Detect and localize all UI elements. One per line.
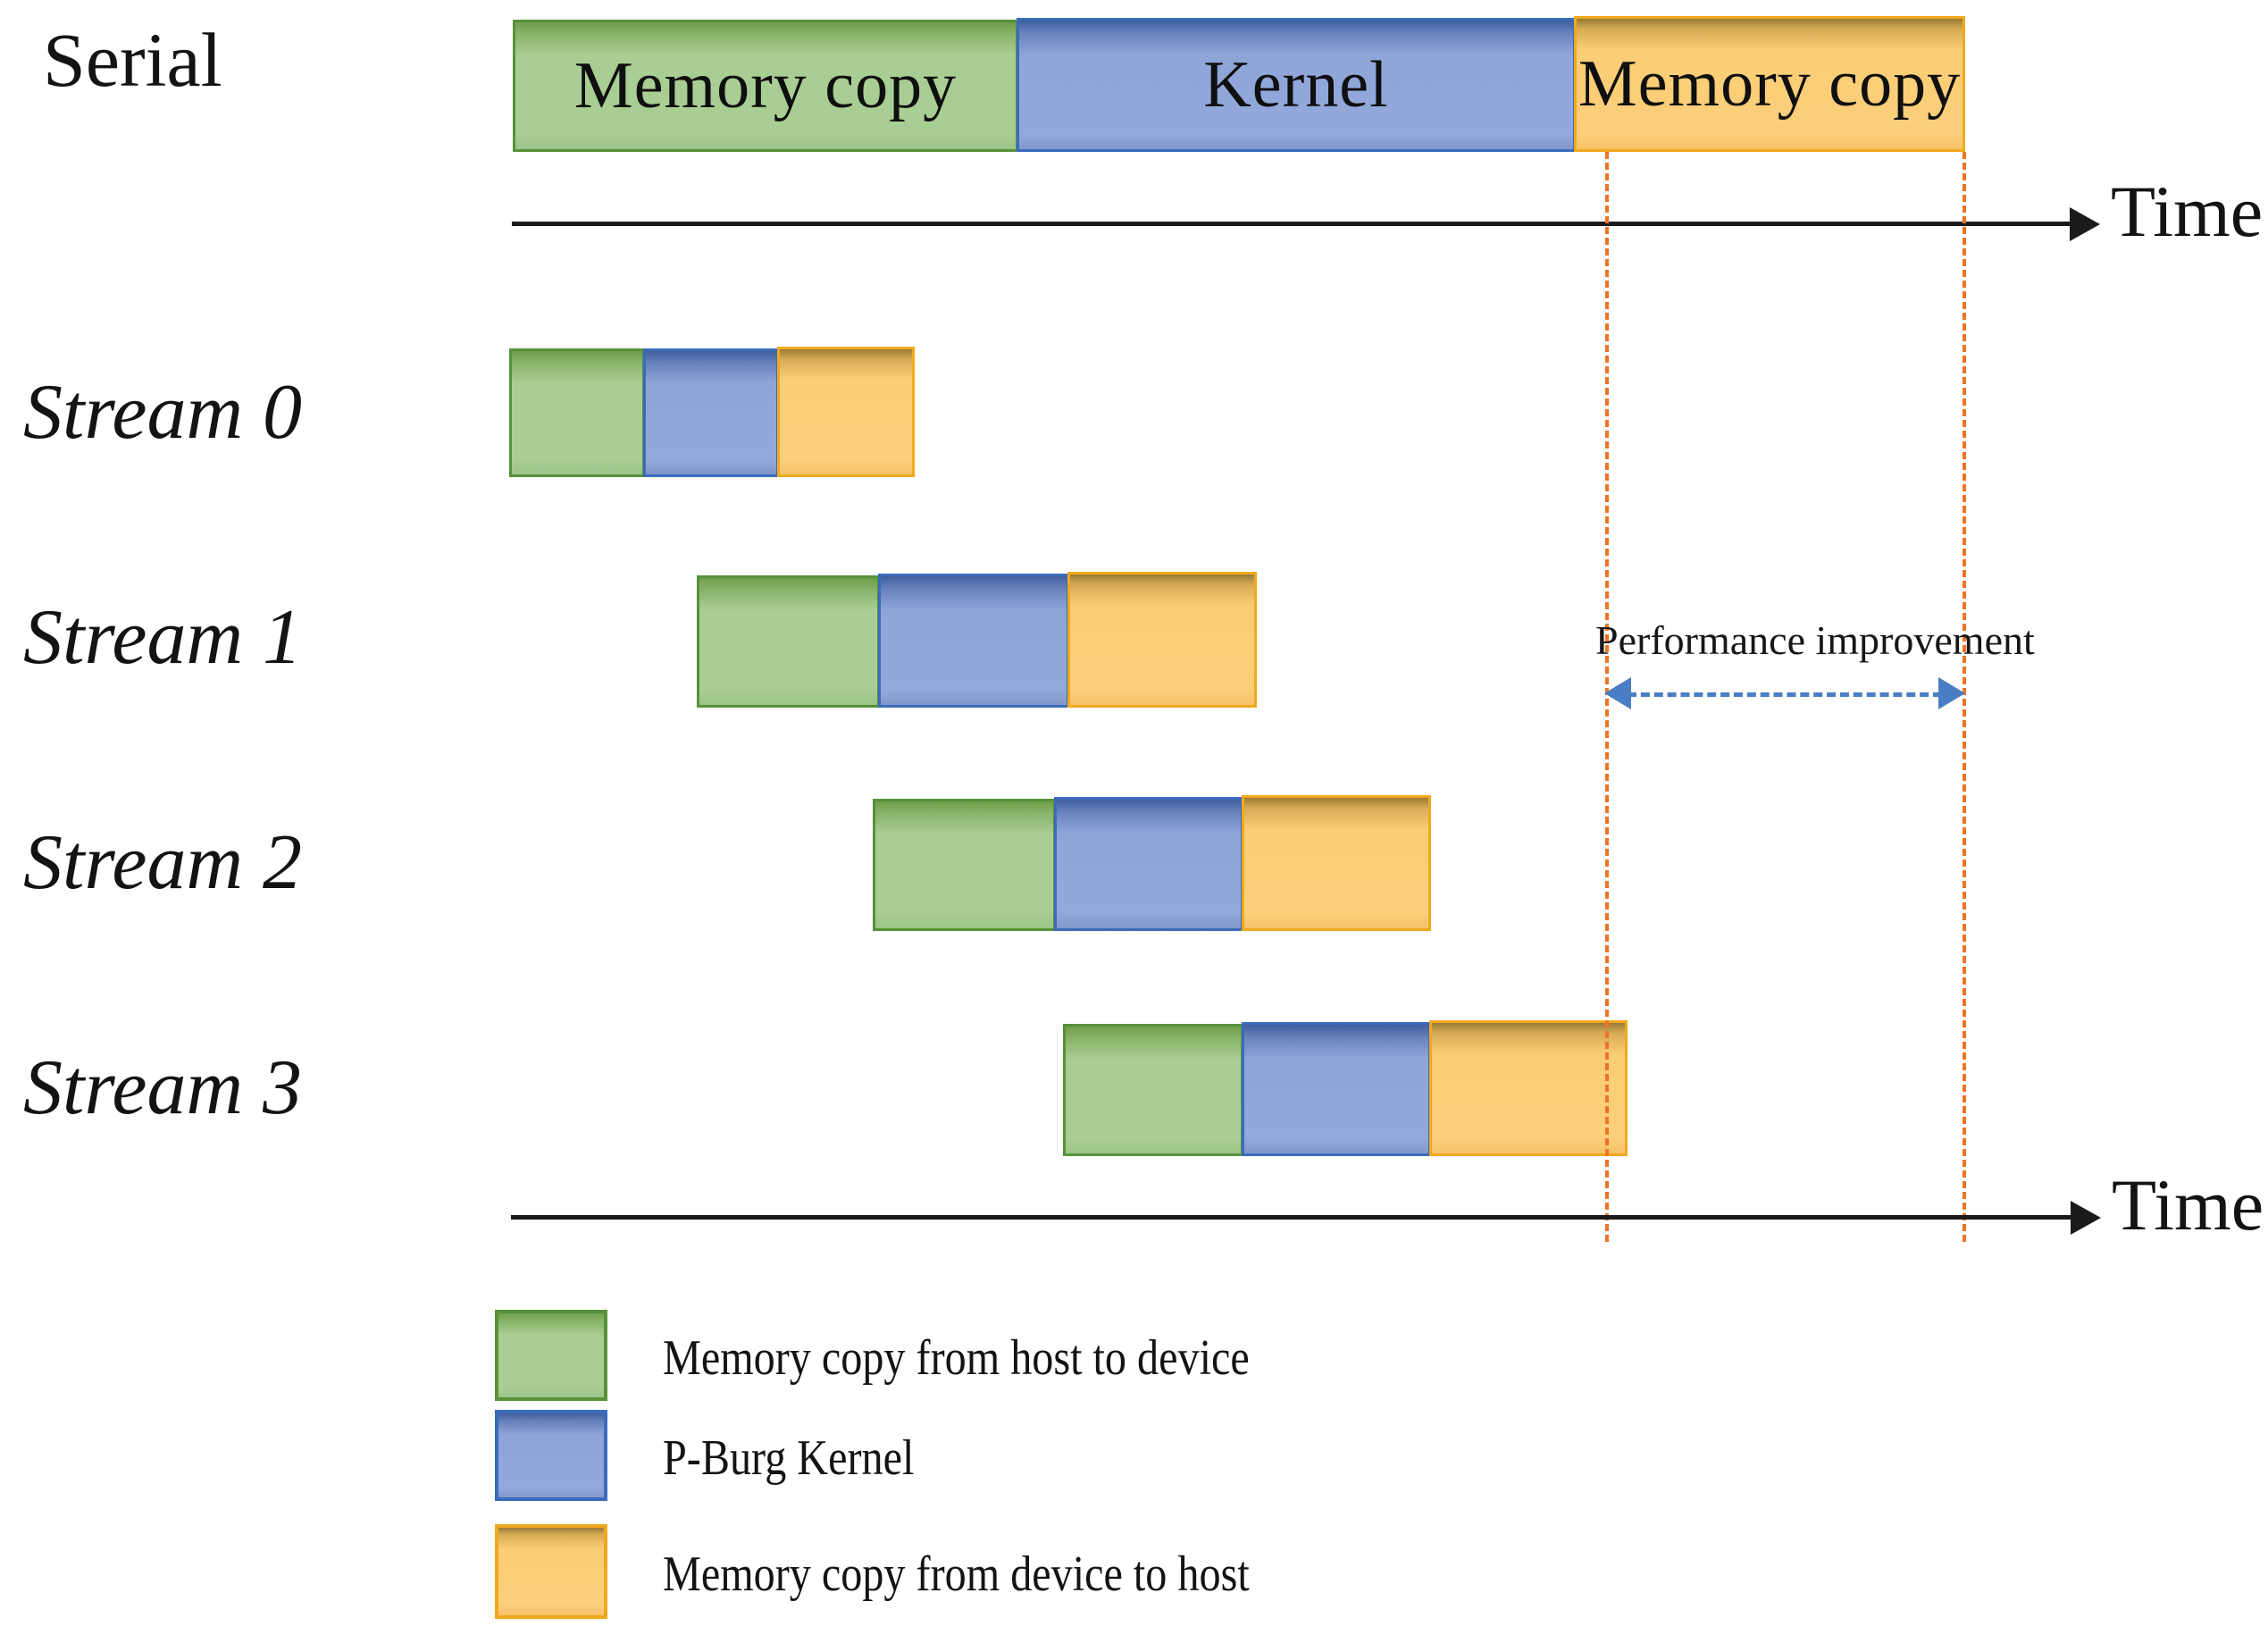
serial-bar-memcpy-h2d: Memory copy (513, 20, 1018, 152)
serial-row-label: Serial (43, 17, 222, 103)
stream-3-bar-memcpy-d2h (1429, 1020, 1628, 1156)
streams-time-axis-caption: Time (2112, 1164, 2264, 1245)
stream-3-bar-memcpy-h2d (1063, 1024, 1243, 1156)
arrow-right-icon (2071, 1201, 2101, 1235)
legend-label-memcpy-d2h: Memory copy from device to host (663, 1547, 1250, 1602)
stream-3-label: Stream 3 (23, 1044, 303, 1131)
serial-bar-kernel: Kernel (1017, 18, 1576, 152)
stream-0-bar-memcpy-h2d (509, 348, 645, 477)
streams-time-axis-line (511, 1215, 2074, 1220)
stream-1-bar-kernel (878, 574, 1069, 708)
serial-time-axis-caption: Time (2111, 171, 2264, 252)
stream-2-bar-memcpy-h2d (873, 799, 1056, 931)
legend-swatch-kernel (495, 1410, 607, 1501)
arrow-left-icon (1604, 677, 1631, 709)
stream-2-bar-memcpy-d2h (1242, 795, 1431, 931)
stream-0-bar-kernel (643, 348, 779, 477)
stream-3-bar-kernel (1242, 1022, 1431, 1156)
stream-1-bar-memcpy-h2d (697, 575, 880, 708)
stream-1-bar-memcpy-d2h (1067, 572, 1257, 708)
arrow-right-icon (2070, 207, 2100, 241)
stream-2-label: Stream 2 (23, 819, 303, 906)
serial-bar-kernel-label: Kernel (1203, 47, 1389, 122)
serial-bar-memcpy-h2d-label: Memory copy (573, 48, 958, 122)
serial-bar-memcpy-d2h: Memory copy (1574, 16, 1965, 152)
legend-swatch-memcpy-h2d (495, 1310, 607, 1401)
stream-0-label: Stream 0 (23, 369, 303, 456)
serial-time-axis-line (512, 222, 2073, 226)
stream-1-label: Stream 1 (23, 594, 303, 681)
legend-label-memcpy-h2d: Memory copy from host to device (663, 1330, 1250, 1386)
perf-arrow-line (1628, 692, 1942, 697)
legend-swatch-memcpy-d2h (495, 1524, 607, 1619)
serial-bar-memcpy-d2h-label: Memory copy (1578, 46, 1962, 121)
performance-improvement-label: Performance improvement (1595, 617, 2035, 663)
stream-2-bar-kernel (1054, 797, 1243, 931)
stream-0-bar-memcpy-d2h (777, 347, 915, 477)
legend-label-kernel: P-Burg Kernel (663, 1430, 915, 1486)
arrow-right-icon (1938, 677, 1965, 709)
